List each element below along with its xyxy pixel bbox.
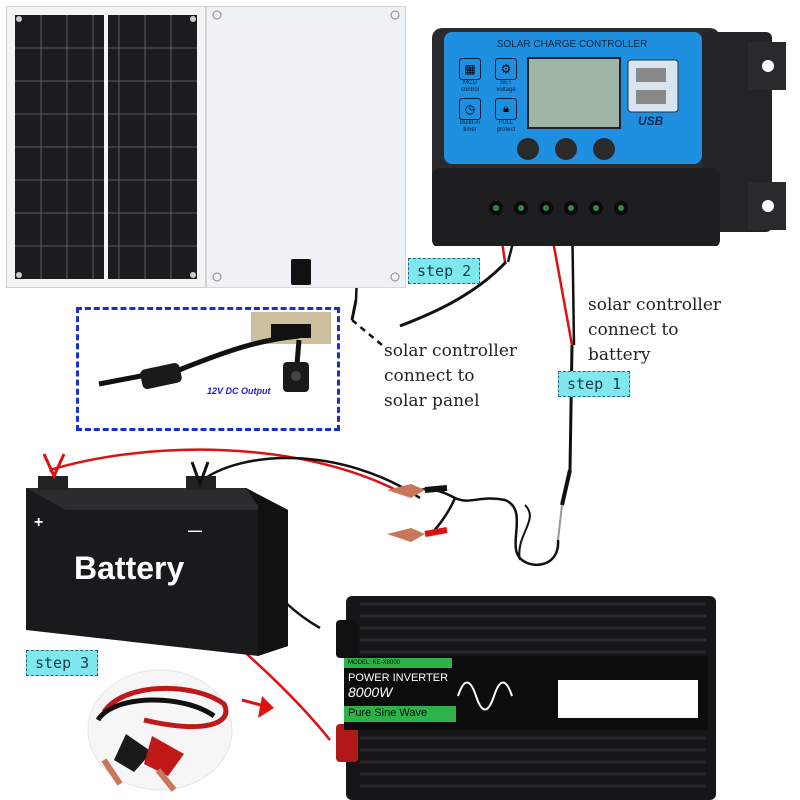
dc-plug	[140, 362, 182, 390]
solar-panel-back	[206, 6, 406, 288]
panel-connection-note: solar controller connect to solar panel	[384, 341, 518, 411]
feature-timer: ◷ Build-in timer	[454, 98, 486, 134]
battery-red-lead	[49, 448, 401, 494]
feature-mcu: ▦ MCU control	[454, 58, 486, 94]
chip-icon: ▦	[459, 58, 481, 80]
dc-output-label: 12V DC Output	[207, 386, 271, 396]
sine-wave-icon	[457, 681, 513, 711]
battery-plus: +	[34, 514, 44, 531]
power-inverter: MODEL: KE-X8000 POWER INVERTER 8000W Pur…	[336, 596, 720, 800]
inverter-model: MODEL: KE-X8000	[348, 660, 401, 666]
battery-clamps	[42, 453, 210, 489]
battery-label: Battery	[74, 550, 185, 586]
battery-black-lead	[199, 456, 421, 500]
battery-cable	[419, 488, 560, 567]
down-button	[593, 138, 615, 160]
inverter-title: POWER INVERTER	[348, 672, 449, 684]
step3-clamps	[87, 669, 233, 792]
usb-label: USB	[638, 114, 664, 128]
panel-connector-dashed	[351, 319, 383, 346]
up-button	[555, 138, 577, 160]
inverter-power: 8000W	[348, 684, 393, 700]
charge-controller: SOLAR CHARGE CONTROLLER ▦ MCU control ⚙ …	[432, 22, 792, 246]
step-3-tag: step 3	[26, 650, 99, 676]
feature-protect: 🔒︎ FULL protect	[490, 98, 522, 134]
arrow-icon	[258, 696, 274, 718]
controller-title: SOLAR CHARGE CONTROLLER	[496, 39, 648, 50]
inverter-wave: Pure Sine Wave	[348, 707, 428, 719]
feature-set: ⚙ SET voltage	[490, 58, 522, 94]
lcd-screen	[527, 57, 621, 129]
clock-icon: ◷	[459, 98, 481, 120]
alligator-clips	[387, 484, 448, 542]
battery-connection-note: solar controller connect to battery	[588, 295, 722, 365]
gear-icon: ⚙	[495, 58, 517, 80]
junction-box	[291, 259, 311, 285]
battery: Battery + —	[18, 470, 298, 656]
step-2-tag: step 2	[408, 258, 481, 284]
menu-button	[517, 138, 539, 160]
dc-output-inset: 12V DC Output	[76, 307, 340, 431]
battery-minus: —	[188, 522, 202, 538]
step-1-tag: step 1	[558, 371, 631, 397]
inverter-uses: For car/solar/home/outdoor	[562, 714, 635, 720]
lock-icon: 🔒︎	[495, 98, 517, 120]
solar-panel-front	[6, 6, 206, 288]
